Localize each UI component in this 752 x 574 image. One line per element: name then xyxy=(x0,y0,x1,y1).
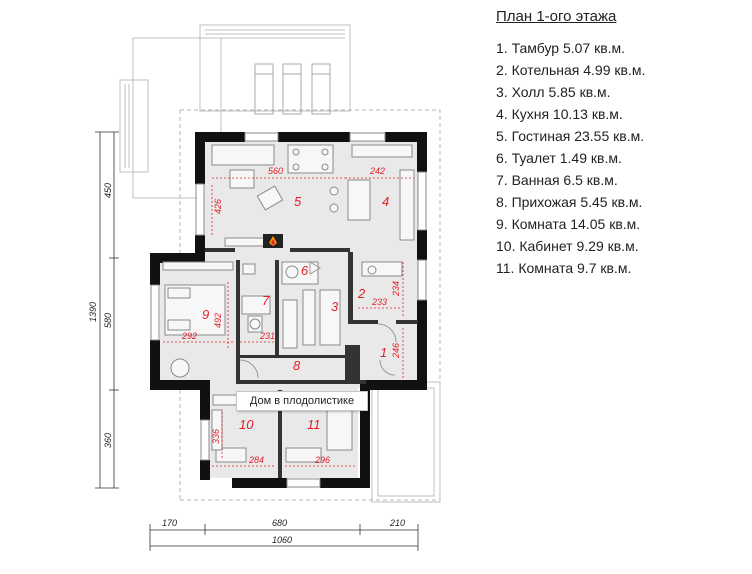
legend-list: 1. Тамбур 5.07 кв.м. 2. Котельная 4.99 к… xyxy=(496,37,746,279)
walls xyxy=(150,132,427,488)
dim-left-top: 450 xyxy=(103,183,113,198)
legend-item: 6. Туалет 1.49 кв.м. xyxy=(496,150,622,166)
dim-left-mid: 580 xyxy=(103,313,113,328)
room-label-1: 1 xyxy=(380,345,387,360)
dim-room11-width: 296 xyxy=(314,455,330,465)
terrace xyxy=(119,24,351,199)
dim-boiler-width: 233 xyxy=(371,297,387,307)
dim-vestibule-height: 246 xyxy=(391,343,401,359)
room-label-6: 6 xyxy=(301,263,309,278)
fireplace-icon xyxy=(263,234,283,248)
legend-item: 3. Холл 5.85 кв.м. xyxy=(496,84,611,100)
door-swings xyxy=(239,261,397,379)
legend-item: 1. Тамбур 5.07 кв.м. xyxy=(496,40,626,56)
dim-bottom-mid: 680 xyxy=(272,518,287,528)
overall-dimension-lines xyxy=(95,131,419,551)
plan-caption: Дом в плодолистике xyxy=(236,391,368,411)
legend-item: 4. Кухня 10.13 кв.м. xyxy=(496,106,623,122)
dim-living-height: 426 xyxy=(213,199,223,214)
windows xyxy=(150,132,427,488)
room-label-2: 2 xyxy=(357,286,366,301)
plot-boundary xyxy=(179,109,441,501)
dim-left-bottom: 360 xyxy=(103,433,113,448)
room-label-9: 9 xyxy=(202,307,209,322)
dim-boiler-height: 234 xyxy=(391,281,401,297)
legend-item: 9. Комната 14.05 кв.м. xyxy=(496,216,641,232)
room-label-5: 5 xyxy=(294,194,302,209)
legend-item: 7. Ванная 6.5 кв.м. xyxy=(496,172,618,188)
dim-room9-height: 492 xyxy=(213,313,223,328)
dim-office-height: 336 xyxy=(211,429,221,444)
dim-bottom-total: 1060 xyxy=(272,535,292,545)
dim-left-total: 1390 xyxy=(88,302,98,322)
interior-walls xyxy=(205,248,418,478)
room-label-7: 7 xyxy=(262,293,270,308)
dim-living-width: 560 xyxy=(268,166,283,176)
dim-kitchen-width: 242 xyxy=(369,166,385,176)
legend-item: 5. Гостиная 23.55 кв.м. xyxy=(496,128,645,144)
legend-item: 10. Кабинет 9.29 кв.м. xyxy=(496,238,639,254)
legend-item: 8. Прихожая 5.45 кв.м. xyxy=(496,194,643,210)
dim-office-width: 284 xyxy=(248,455,264,465)
room-label-3: 3 xyxy=(331,299,339,314)
room-label-8: 8 xyxy=(293,358,301,373)
porch xyxy=(371,381,441,503)
dim-bottom-left: 170 xyxy=(162,518,177,528)
dim-room9-width: 292 xyxy=(181,331,197,341)
sun-loungers-icon xyxy=(254,63,331,115)
dim-bath-width: 231 xyxy=(259,331,275,341)
legend-item: 11. Комната 9.7 кв.м. xyxy=(496,260,632,276)
legend: План 1-ого этажа 1. Тамбур 5.07 кв.м. 2.… xyxy=(496,8,746,279)
dim-bottom-right: 210 xyxy=(389,518,405,528)
room-label-11: 11 xyxy=(307,417,321,432)
room-dimension-lines xyxy=(163,177,414,467)
legend-item: 2. Котельная 4.99 кв.м. xyxy=(496,62,646,78)
legend-title: План 1-ого этажа xyxy=(496,8,617,25)
room-label-10: 10 xyxy=(239,417,254,432)
room-label-4: 4 xyxy=(382,194,389,209)
